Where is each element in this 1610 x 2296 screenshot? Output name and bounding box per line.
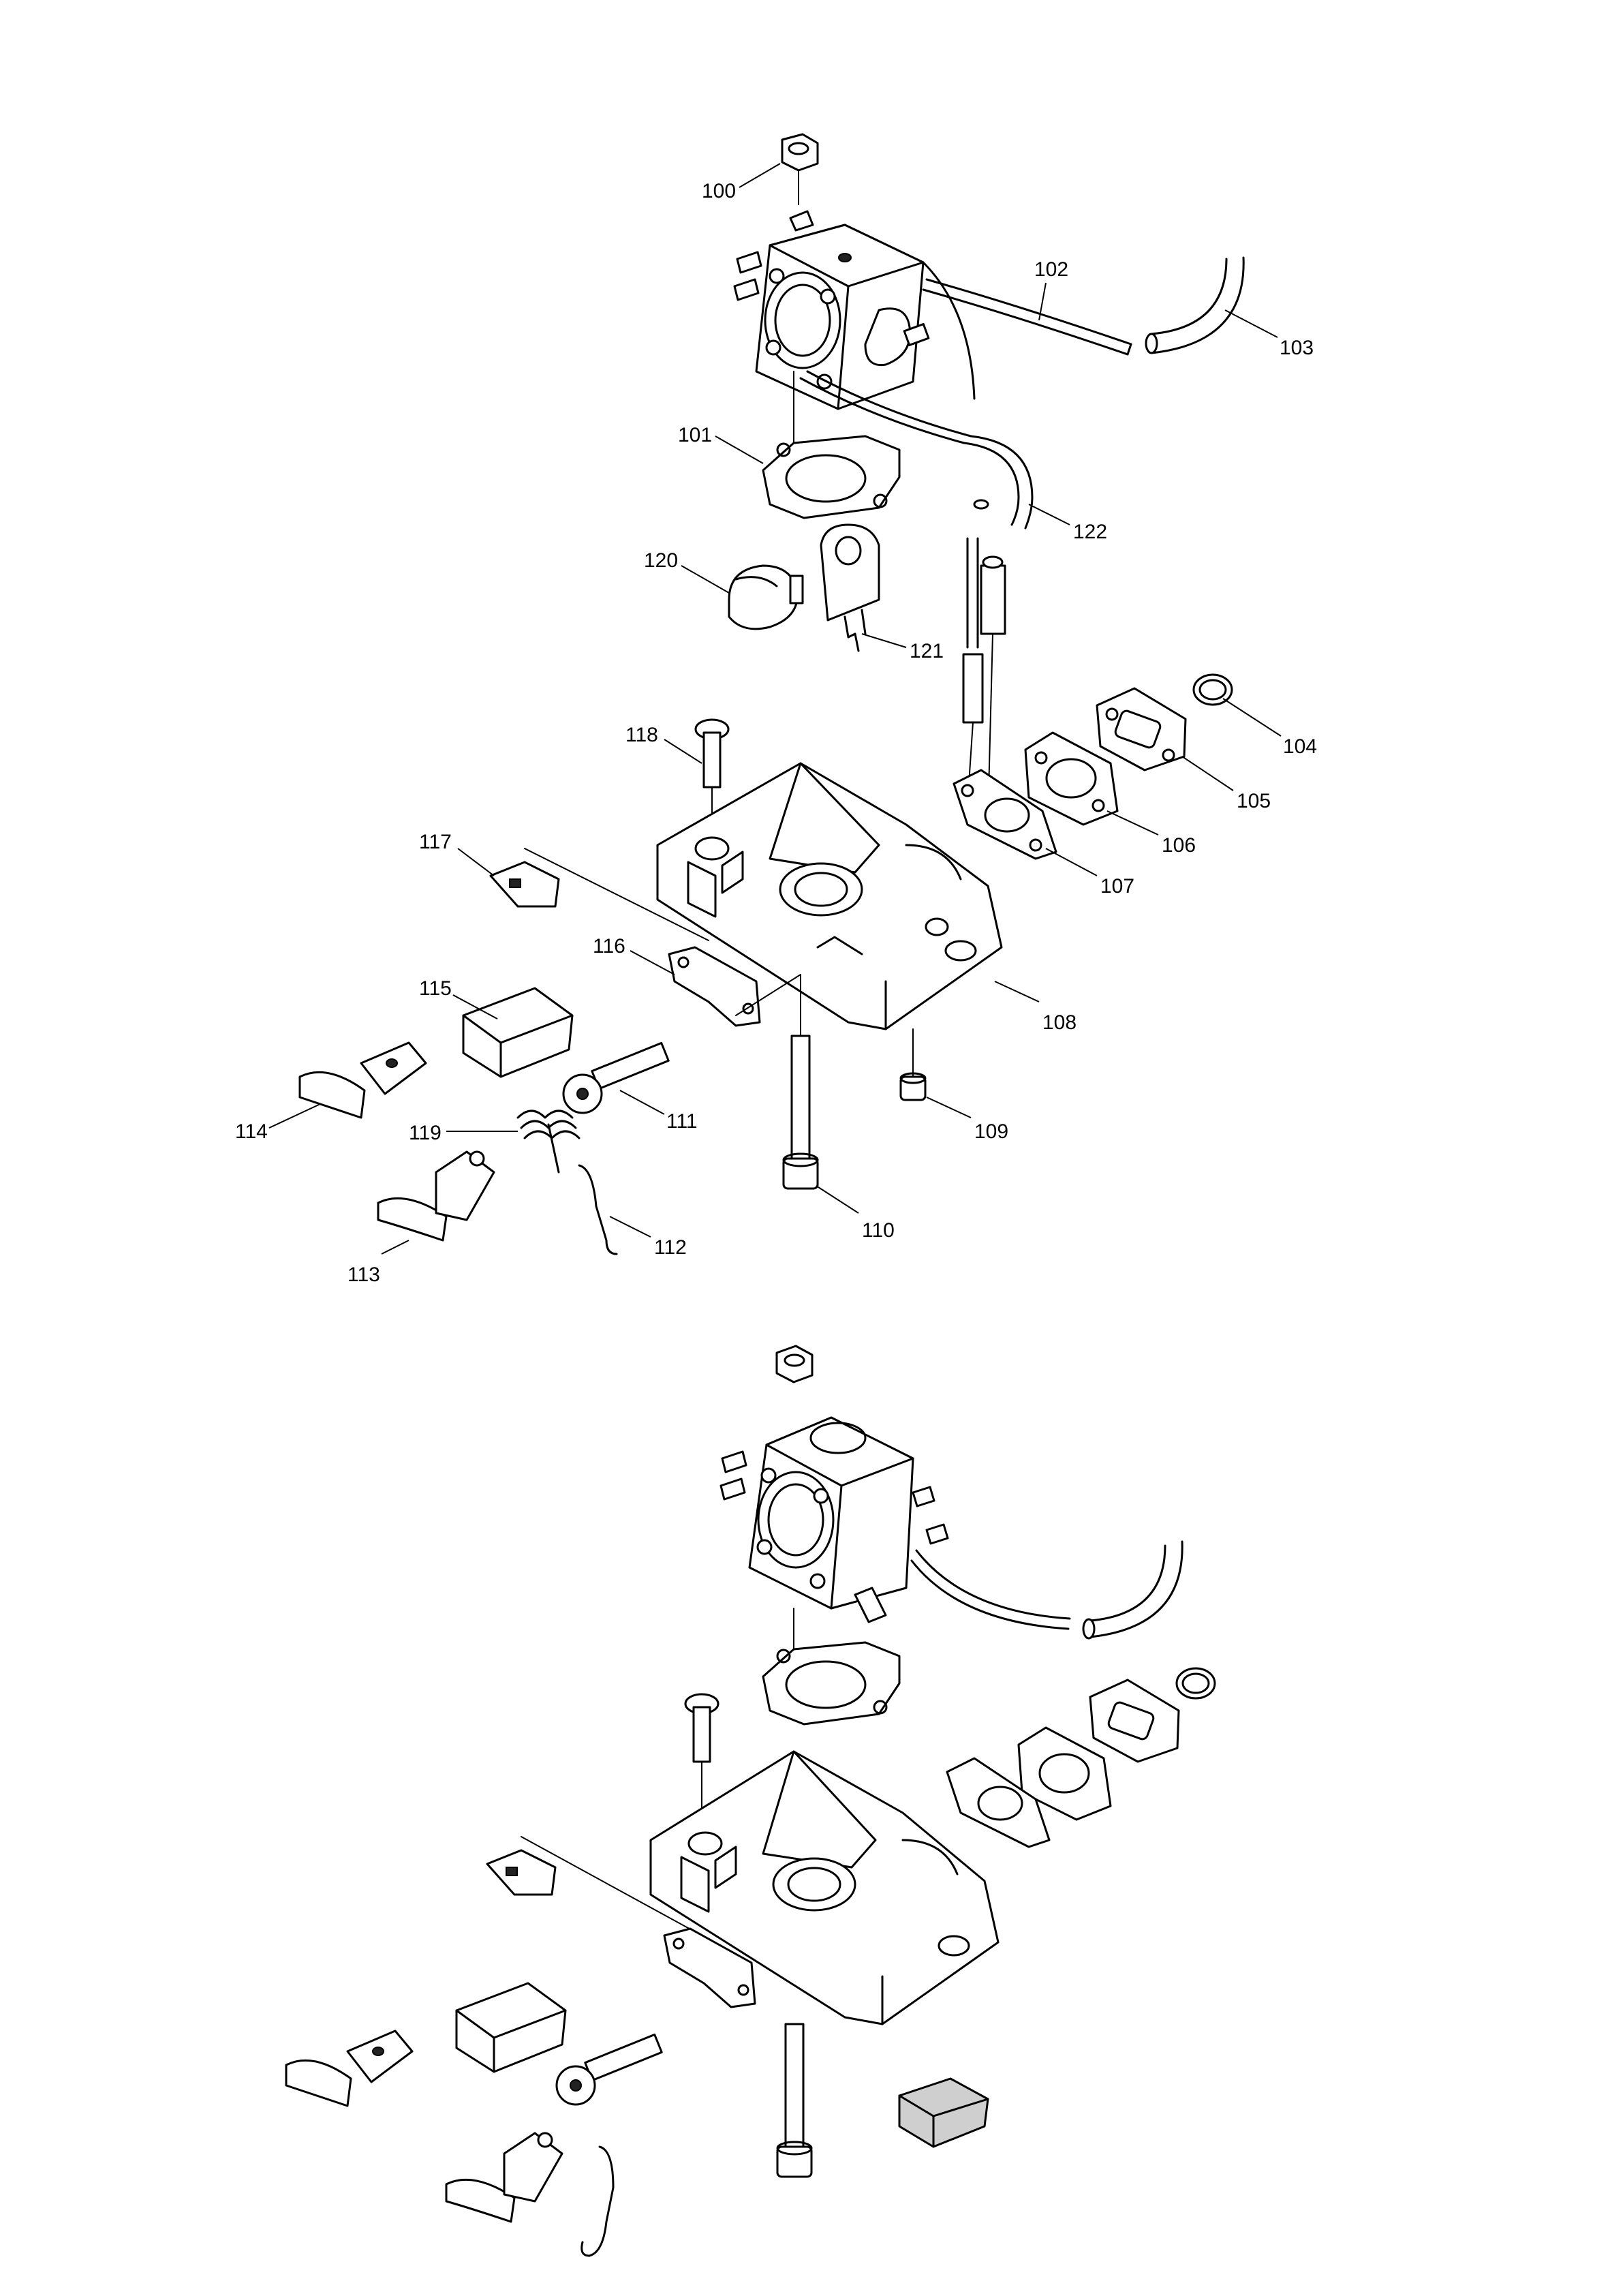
part-label-101: 101 — [678, 424, 712, 446]
part-109-grommet — [899, 1028, 927, 1101]
part-label-106: 106 — [1162, 834, 1196, 857]
part-102-fuel-hose — [922, 278, 1132, 356]
part-label-104: 104 — [1283, 735, 1317, 758]
part-119-spring — [516, 1109, 580, 1174]
lower-bolt — [776, 2023, 813, 2178]
lower-gasket — [762, 1641, 901, 1726]
part-101-gasket — [762, 371, 901, 519]
part-label-107: 107 — [1100, 875, 1134, 898]
lower-gasket-square — [1089, 1679, 1180, 1763]
lower-gasket-small — [946, 1757, 1051, 1848]
lower-fuel-hose — [793, 1540, 1183, 1657]
lower-o-ring — [1175, 1667, 1216, 1700]
part-label-116: 116 — [593, 935, 625, 958]
part-label-114: 114 — [235, 1120, 268, 1143]
part-106-insulator — [1024, 731, 1119, 826]
part-122-impulse-line — [799, 370, 1034, 530]
part-116-plate — [668, 946, 801, 1027]
part-100-nut — [781, 133, 819, 205]
part-label-113: 113 — [347, 1264, 380, 1286]
part-label-122: 122 — [1073, 521, 1107, 543]
part-label-100: 100 — [702, 180, 736, 202]
lower-carburetor-box — [649, 1750, 1000, 2025]
part-103-hose — [1145, 256, 1245, 354]
part-label-115: 115 — [419, 977, 452, 1000]
part-label-102: 102 — [1034, 258, 1068, 281]
lower-clip — [486, 1836, 702, 1936]
part-121-bracket — [820, 523, 880, 652]
lower-trigger — [285, 2030, 414, 2107]
lower-screw — [684, 1693, 719, 1813]
part-label-109: 109 — [974, 1120, 1008, 1143]
lower-screw-long — [555, 2033, 663, 2106]
part-115-block — [462, 987, 574, 1078]
part-118-screw — [694, 718, 730, 839]
part-113-throttle-lever — [377, 1150, 495, 1242]
lower-throttle-lever — [445, 2132, 563, 2223]
part-120-primer-bulb — [728, 564, 804, 630]
part-label-118: 118 — [625, 724, 658, 746]
carburetor-body — [733, 210, 976, 410]
upper-part-labels: 100 101 102 103 104 105 106 107 108 109 … — [235, 163, 1317, 1286]
part-label-117: 117 — [419, 831, 452, 853]
part-105-gasket — [1096, 687, 1187, 771]
part-label-119: 119 — [409, 1122, 442, 1144]
part-label-103: 103 — [1280, 337, 1314, 359]
adjusting-needles — [962, 537, 1006, 818]
part-117-clip — [489, 848, 709, 941]
lower-nut — [775, 1345, 814, 1383]
part-label-120: 120 — [644, 549, 678, 572]
part-label-110: 110 — [862, 1219, 895, 1242]
part-104-o-ring — [1192, 673, 1233, 706]
part-label-108: 108 — [1042, 1011, 1077, 1034]
part-label-121: 121 — [910, 640, 944, 662]
lower-plate — [663, 1927, 756, 2008]
part-112-wire — [578, 1164, 618, 1255]
part-111-screw — [562, 1041, 670, 1114]
part-107-gasket — [953, 769, 1057, 860]
part-110-bolt — [782, 974, 819, 1190]
upper-exploded-view: 100 101 102 103 104 105 106 107 108 109 … — [235, 133, 1317, 1286]
lower-block — [455, 1982, 567, 2073]
part-108-carburetor-box — [656, 762, 1003, 1030]
part-label-105: 105 — [1237, 790, 1271, 812]
part-label-112: 112 — [654, 1236, 687, 1259]
part-114-trigger — [298, 1041, 427, 1119]
lower-carburetor-body — [719, 1416, 949, 1623]
lower-exploded-view — [285, 1345, 1216, 2257]
lower-rubber-block — [898, 2077, 989, 2148]
lower-wire — [580, 2145, 615, 2257]
part-label-111: 111 — [666, 1110, 698, 1133]
